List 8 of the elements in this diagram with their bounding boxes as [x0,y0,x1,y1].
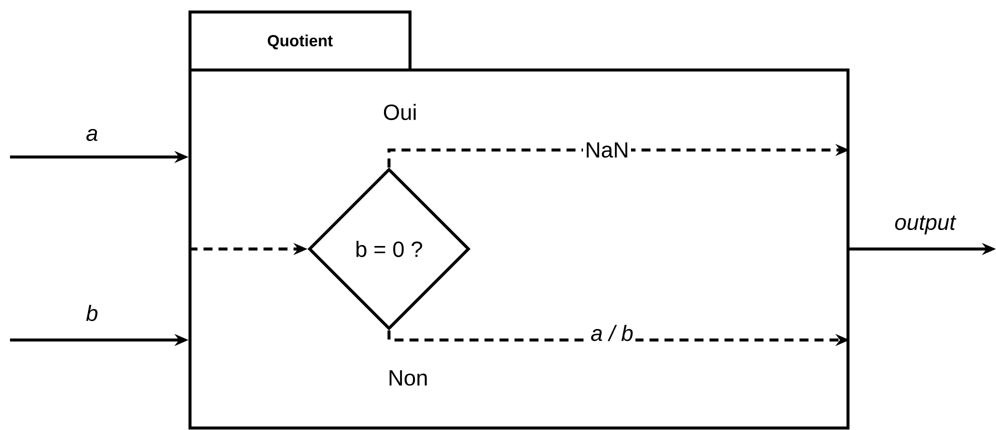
node-label: Quotient [268,34,333,50]
branch-label: Oui [384,104,416,120]
branch-label: Non [390,370,427,386]
edge-label: b [86,304,98,322]
edge-label: NaN [583,140,631,160]
edge-label: output [895,216,956,234]
edge-label: a [86,128,98,142]
edge-label: a / b [588,322,636,344]
